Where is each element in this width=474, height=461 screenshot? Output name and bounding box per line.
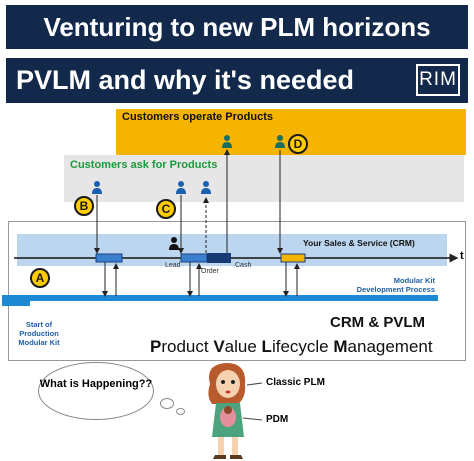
sales-label: Your Sales & Service (CRM) bbox=[303, 238, 415, 248]
person-icon bbox=[201, 181, 211, 194]
pvlm-rest-m: anagement bbox=[347, 337, 433, 356]
sales-band bbox=[17, 234, 447, 266]
rim-logo-text: RIM bbox=[419, 69, 457, 90]
crm-pvlm-title: CRM & PVLM bbox=[330, 314, 425, 331]
subtitle-banner: PVLM and why it's needed RIM bbox=[6, 58, 468, 103]
pvlm-rest-p: roduct bbox=[161, 337, 214, 356]
pvlm-initial-l: L bbox=[261, 337, 272, 356]
person-icon bbox=[176, 181, 186, 194]
lead-label: Lead bbox=[165, 262, 181, 269]
ask-box bbox=[64, 155, 464, 202]
confused-girl-illustration bbox=[208, 362, 246, 459]
marker-d: D bbox=[288, 134, 308, 154]
subtitle-text: PVLM and why it's needed bbox=[16, 65, 354, 95]
classic-plm-pointer bbox=[246, 382, 263, 386]
pvlm-initial-m: M bbox=[333, 337, 348, 356]
marker-c: C bbox=[156, 199, 176, 219]
pvlm-rest-l: ifecycle bbox=[271, 337, 334, 356]
axis-marker-d bbox=[280, 253, 306, 263]
modular-kit-label: Modular Kit Development Process bbox=[356, 276, 435, 294]
classic-plm-label: Classic PLM bbox=[266, 377, 325, 388]
person-icon bbox=[92, 181, 102, 194]
title-text: Venturing to new PLM horizons bbox=[43, 12, 431, 42]
ask-label: Customers ask for Products bbox=[70, 159, 218, 171]
thought-bubble: What is Happening?? bbox=[38, 362, 154, 420]
pvlm-expansion: Product Value Lifecycle Management bbox=[150, 337, 433, 357]
pvlm-initial-p: P bbox=[150, 337, 162, 356]
operate-label: Customers operate Products bbox=[122, 111, 273, 123]
person-icon bbox=[222, 135, 232, 148]
pdm-label: PDM bbox=[266, 414, 289, 425]
marker-b: B bbox=[74, 196, 94, 216]
order-label: Order bbox=[201, 268, 219, 275]
modular-kit-bar bbox=[2, 295, 438, 301]
person-icon bbox=[275, 135, 285, 148]
cash-label: Cash bbox=[235, 262, 252, 269]
pdm-pointer bbox=[242, 417, 263, 421]
marker-a: A bbox=[30, 268, 50, 288]
axis-marker-cash bbox=[207, 253, 231, 263]
start-marker bbox=[2, 295, 30, 306]
bubble-tail-small bbox=[176, 408, 185, 415]
rim-logo: RIM bbox=[416, 64, 460, 96]
bubble-tail-large bbox=[160, 398, 174, 409]
title-banner: Venturing to new PLM horizons bbox=[6, 5, 468, 49]
salesperson-icon bbox=[169, 237, 179, 250]
axis-marker-b bbox=[95, 253, 123, 263]
pvlm-rest-v: alue bbox=[224, 337, 262, 356]
start-label: Start of Production Modular Kit bbox=[18, 320, 60, 347]
time-label: t bbox=[460, 250, 464, 262]
axis-marker-lead bbox=[180, 253, 208, 263]
pvlm-initial-v: V bbox=[213, 337, 225, 356]
bubble-text: What is Happening?? bbox=[39, 378, 153, 390]
